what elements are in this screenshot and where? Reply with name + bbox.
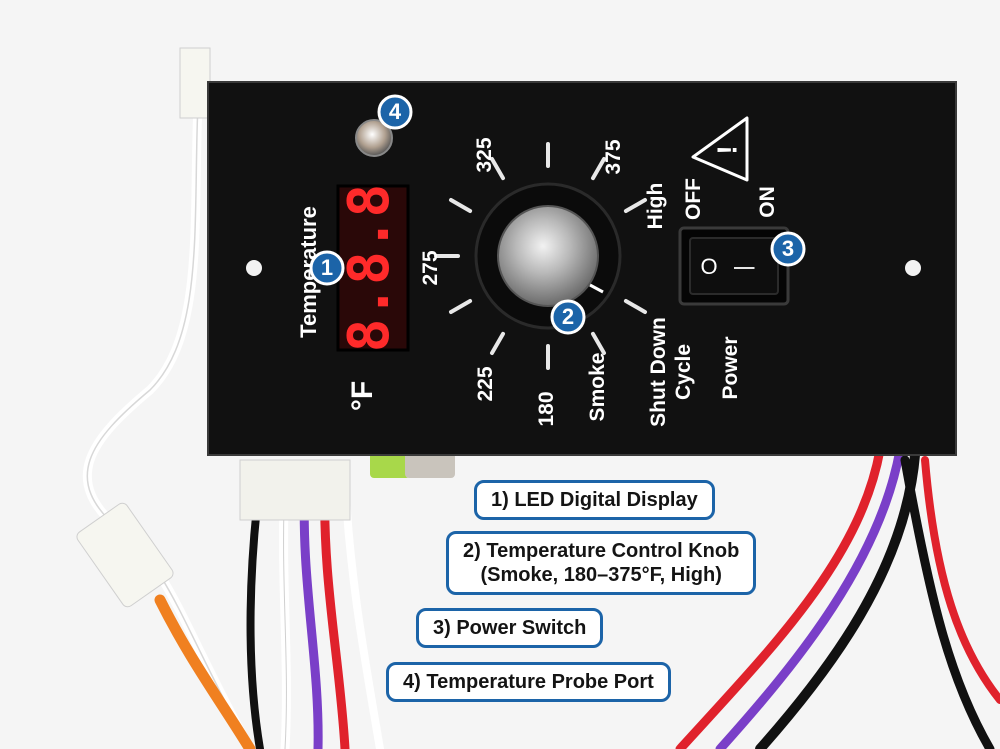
dial-label-high: High <box>644 183 667 230</box>
callout-probe-port: 4) Temperature Probe Port <box>386 662 671 702</box>
switch-off-label: OFF <box>682 178 705 220</box>
dial-label-smoke: Smoke <box>586 353 609 422</box>
callout-led-display-text: 1) LED Digital Display <box>491 489 698 511</box>
shutdown-label-line2: Cycle <box>672 344 695 400</box>
callout-led-display: 1) LED Digital Display <box>474 480 715 520</box>
dial-tick <box>490 331 505 355</box>
badge-4-number: 4 <box>389 99 402 124</box>
top-connector <box>179 47 211 119</box>
badge-3-number: 3 <box>782 236 794 261</box>
badge-1: 1 <box>309 250 345 286</box>
badge-4: 4 <box>377 94 413 130</box>
dial-ticks <box>434 142 647 370</box>
power-label: Power <box>719 336 742 399</box>
callout-control-knob-line1: 2) Temperature Control Knob <box>463 540 740 562</box>
mounting-hole-left <box>246 260 262 276</box>
dial-tick <box>490 157 505 181</box>
badge-2: 2 <box>550 299 586 335</box>
callout-power-switch-text: 3) Power Switch <box>433 617 587 639</box>
fahrenheit-label: °F <box>346 381 379 411</box>
callout-control-knob-line2: (Smoke, 180–375°F, High) <box>480 564 722 586</box>
mounting-hole-right <box>905 260 921 276</box>
badge-1-number: 1 <box>321 255 333 280</box>
warning-triangle-icon: ! <box>691 116 749 182</box>
dial-label-180: 180 <box>535 391 558 426</box>
dial-tick <box>449 299 473 314</box>
knob-cap <box>497 205 599 307</box>
dial-tick <box>623 299 647 314</box>
badge-3: 3 <box>770 231 806 267</box>
probe-plug <box>405 452 455 478</box>
switch-on-glyph: | <box>730 265 755 271</box>
warning-exclamation: ! <box>711 145 742 154</box>
bottom-connector-block <box>239 459 351 521</box>
shutdown-label-line1: Shut Down <box>647 317 670 427</box>
dial-tick <box>591 157 606 181</box>
dial-label-225: 225 <box>474 366 497 401</box>
temperature-probe-port[interactable] <box>355 119 393 157</box>
knob-pointer <box>589 283 604 294</box>
dial-tick <box>623 198 647 213</box>
dial-label-275: 275 <box>419 250 442 285</box>
dial-label-325: 325 <box>473 137 496 172</box>
callout-control-knob: 2) Temperature Control Knob (Smoke, 180–… <box>446 531 757 595</box>
badge-2-number: 2 <box>562 304 574 329</box>
switch-off-glyph: O <box>700 254 717 279</box>
switch-on-label: ON <box>756 186 779 218</box>
power-switch-rocker <box>689 237 779 295</box>
green-connector <box>370 452 410 478</box>
led-digits: 8.8.8 <box>337 184 402 353</box>
callout-power-switch: 3) Power Switch <box>416 608 604 648</box>
panel-edge <box>207 81 957 456</box>
dial-label-shutdown-cycle: Shut Down Cycle <box>647 317 695 427</box>
dial-tick <box>591 331 606 355</box>
dial-tick <box>449 198 473 213</box>
callout-probe-port-text: 4) Temperature Probe Port <box>403 671 654 693</box>
dial-label-375: 375 <box>602 139 625 174</box>
inline-connector <box>76 502 174 608</box>
